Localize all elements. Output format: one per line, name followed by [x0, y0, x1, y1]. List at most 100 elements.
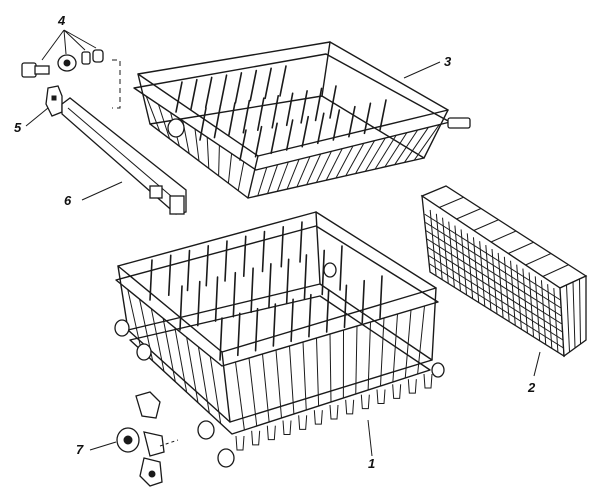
lower-rack-wire — [262, 353, 270, 423]
upper-rack-wire — [145, 96, 161, 132]
upper-rack-wire — [325, 148, 343, 181]
lower-rack-wire — [329, 333, 332, 403]
silverware-basket-icon: 2 — [420, 185, 588, 395]
upper-rack-tine — [254, 125, 263, 158]
lower-rack-tine — [261, 230, 266, 273]
lower-rack-wire — [275, 349, 282, 419]
upper-rack-tine — [213, 104, 222, 139]
upper-rack-tine — [285, 92, 294, 127]
basket-mesh — [427, 246, 563, 333]
upper-rack-tine — [219, 74, 228, 106]
lower-rack-foot — [423, 373, 433, 389]
upper-rack-wire — [267, 164, 279, 194]
lower-rack-tine — [321, 249, 326, 296]
lower-rack-wire — [209, 356, 222, 424]
basket-mesh — [572, 281, 576, 349]
lower-rack-tine — [272, 303, 277, 347]
lower-rack-tine — [219, 317, 223, 361]
lower-rack-tine — [343, 284, 348, 329]
lower-rack-wire — [127, 289, 142, 351]
lower-rack-tine — [214, 276, 219, 322]
lower-rack-wire — [174, 327, 188, 393]
upper-rack-wire — [364, 137, 386, 172]
upper-rack-wire — [257, 167, 268, 196]
lower-rack-wire — [316, 337, 320, 407]
lower-rack-tine — [205, 244, 210, 287]
lower-rack-wire — [248, 357, 258, 427]
lower-rack-tine — [308, 293, 312, 338]
upper-rack-tine — [279, 65, 287, 97]
lower-rack-foot — [298, 415, 308, 430]
callout-7: 7 — [76, 442, 84, 457]
upper-rack-tine — [348, 105, 356, 138]
lower-rack-tine — [280, 225, 285, 268]
lower-rack-foot — [329, 404, 339, 420]
basket-divider — [456, 208, 482, 220]
basket-divider — [439, 196, 464, 208]
lower-rack-tine — [361, 279, 366, 324]
lower-rack-foot — [266, 425, 276, 441]
track-rail-icon: 6 — [61, 97, 187, 215]
lower-rack-tine — [232, 271, 237, 318]
lower-rack-tine — [242, 235, 247, 278]
lower-rack-tine — [179, 285, 183, 331]
roller-icon — [57, 54, 77, 72]
lower-rack-wire — [235, 361, 245, 431]
basket-mesh — [425, 222, 562, 309]
upper-rack-tine — [228, 102, 236, 136]
lower-rack-wire — [367, 321, 371, 391]
upper-rack-wire — [345, 143, 365, 177]
lower-rack-foot — [235, 435, 245, 451]
wheel-icon: 7 — [76, 391, 179, 487]
upper-rack-tine — [329, 85, 337, 119]
upper-rack-tine — [242, 99, 251, 134]
upper-rack-tine — [379, 99, 387, 131]
upper-rack-wire — [374, 135, 397, 170]
lower-rack-icon: 1 — [114, 211, 445, 471]
lower-rack-wire — [186, 337, 199, 403]
upper-rack-wire — [306, 153, 322, 185]
lower-rack-wire — [380, 317, 385, 387]
lower-rack-wire — [289, 345, 295, 415]
lower-rack-tine — [224, 240, 228, 282]
upper-rack-tine — [190, 78, 198, 111]
basket-mesh — [428, 263, 564, 349]
lower-rack-wire — [417, 305, 425, 375]
upper-rack-wire — [194, 128, 200, 162]
upper-rack-tine — [199, 107, 207, 141]
lower-rack-wire — [150, 308, 165, 372]
upper-rack-wire — [315, 151, 332, 183]
basket-divider — [542, 264, 569, 277]
callout-1: 1 — [368, 456, 375, 471]
upper-rack-wire — [276, 161, 289, 192]
lower-rack-tine — [339, 245, 343, 291]
callout-5: 5 — [14, 120, 22, 135]
basket-divider — [508, 241, 534, 254]
roller-assembly-group: 4 — [21, 13, 104, 78]
lower-rack-foot — [313, 410, 323, 425]
lower-rack-tine — [303, 254, 308, 300]
lower-rack-foot — [392, 384, 402, 399]
lower-rack-wire — [162, 318, 176, 382]
upper-rack-tine — [175, 81, 183, 113]
upper-rack-tine — [270, 122, 278, 155]
lower-rack-tine — [268, 262, 272, 309]
upper-rack-tine — [300, 90, 308, 124]
upper-rack-icon: 3 — [133, 41, 471, 199]
upper-rack-tine — [316, 112, 325, 145]
upper-rack-tine — [204, 76, 213, 109]
lower-rack-tine — [236, 312, 241, 357]
upper-rack-tine — [271, 94, 280, 129]
lower-rack-tine — [290, 298, 294, 343]
roller-clip-icon — [81, 49, 104, 65]
lower-rack-wire — [404, 309, 412, 379]
lower-rack-tine — [196, 280, 201, 327]
lower-rack-wire — [197, 346, 210, 414]
lower-rack-wire — [302, 341, 307, 411]
basket-mesh — [424, 213, 561, 301]
lower-rack-foot — [360, 394, 370, 410]
upper-rack-tine — [314, 87, 323, 122]
callout-6: 6 — [64, 193, 72, 208]
lower-rack-tine — [186, 249, 191, 292]
callout-2: 2 — [527, 380, 536, 395]
